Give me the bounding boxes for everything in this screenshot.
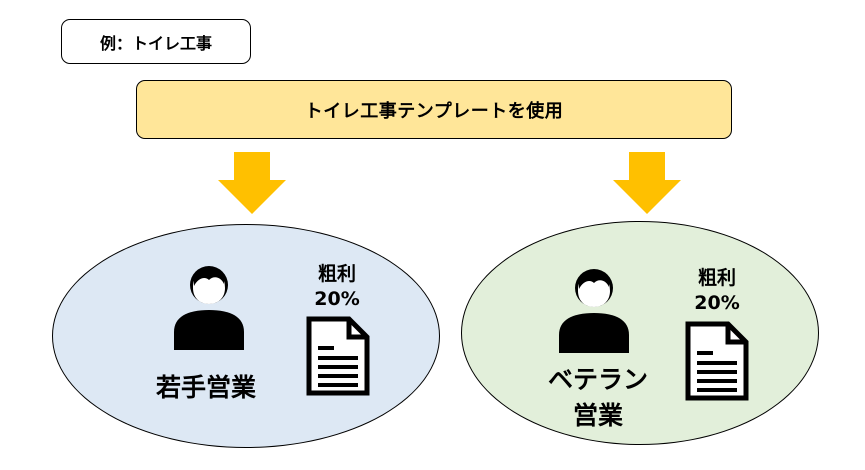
down-arrow-icon [613, 152, 681, 214]
group-ellipse-young-sales [52, 224, 440, 448]
gross-margin-value: 20% [694, 292, 740, 314]
gross-margin-label: 粗利 [697, 267, 736, 289]
role-label-line: 営業 [572, 401, 623, 430]
example-label-text: 例：トイレ工事 [99, 33, 212, 53]
template-banner-text: トイレ工事テンプレートを使用 [304, 100, 564, 122]
gross-margin-young-sales: 粗利 20% [296, 262, 378, 312]
role-label-young-sales: 若手営業 [134, 370, 278, 406]
template-banner: トイレ工事テンプレートを使用 [136, 80, 732, 139]
gross-margin-veteran-sales: 粗利 20% [676, 266, 758, 316]
gross-margin-label: 粗利 [317, 263, 356, 285]
document-icon [685, 321, 749, 401]
group-ellipse-veteran-sales [461, 221, 819, 445]
role-label-line: ベテラン [547, 365, 648, 394]
example-label: 例：トイレ工事 [61, 19, 251, 64]
person-icon [559, 269, 629, 353]
gross-margin-value: 20% [314, 288, 360, 310]
down-arrow-icon [218, 152, 286, 214]
document-icon [306, 316, 370, 396]
role-label-line: 若手営業 [155, 373, 256, 402]
person-icon [174, 266, 244, 350]
role-label-veteran-sales: ベテラン 営業 [528, 362, 668, 434]
